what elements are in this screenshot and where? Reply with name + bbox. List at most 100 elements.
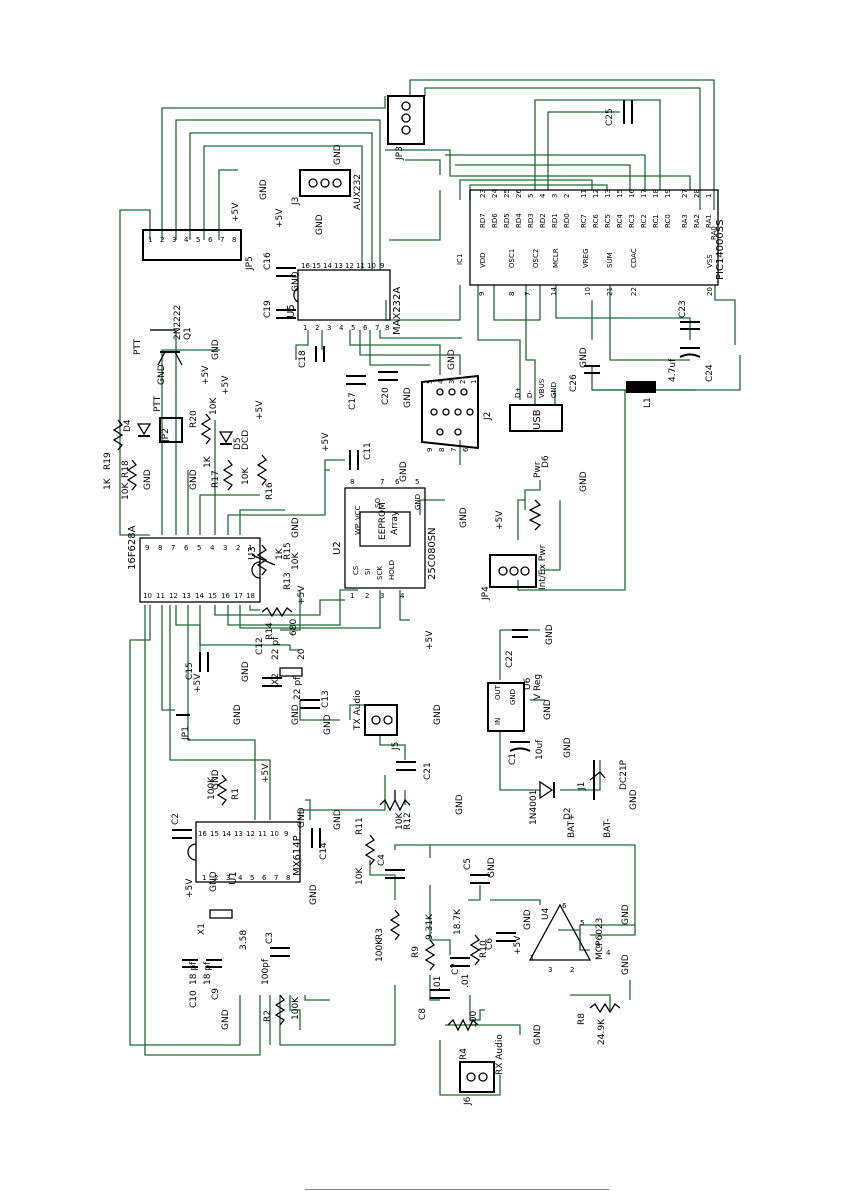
j2-pin: 5 [426, 380, 434, 384]
u5-ref: U5 [286, 304, 297, 318]
p5v-label: +5V [255, 400, 265, 420]
connector-j3-aux232: J3 AUX232 [291, 169, 363, 210]
c14-label: C14 [319, 842, 329, 860]
resistor-r10: R10 18.7K [453, 908, 489, 966]
u5-pin: 3 [327, 324, 331, 332]
u3-pin: 10 [143, 592, 152, 600]
d2-label: D2 [563, 807, 573, 820]
j6-label: J6 [463, 1096, 473, 1106]
r20-label: R20 [189, 410, 199, 428]
eeprom-title: EEPROM [378, 502, 388, 540]
u6-pin: OUT [494, 684, 502, 700]
battery-terminals: BAT+ BAT- [567, 813, 613, 838]
eeprom-pin-name: WP [354, 524, 362, 535]
r8-label: R8 [577, 1013, 587, 1025]
c20-label: C20 [381, 387, 391, 405]
q1-value: 2N2222 [173, 305, 183, 340]
ic1-signal: RD2 [539, 213, 547, 228]
gnd-label: GND [143, 469, 153, 490]
r16-value: 10K [241, 467, 251, 485]
ic1-signal: RD1 [551, 213, 559, 228]
p5v-label: +5V [297, 585, 307, 605]
ic1-signal: RA0 [710, 226, 718, 240]
potentiometer-r15: R15 1K [251, 542, 293, 576]
c13-label: C13 [321, 690, 331, 708]
c24-label: C24 [705, 364, 715, 382]
capacitor-c24: 4.7uf C24 [668, 347, 715, 382]
potentiometer-r12: R12 10K [379, 790, 413, 830]
jp4-name: Int/Ex Pwr [538, 544, 548, 590]
jumper-jp2: JP2 [159, 417, 183, 443]
capacitor-c9: 18 pf C9 [203, 959, 222, 1000]
c15-label: C15 [185, 662, 195, 680]
eeprom-pin: 8 [350, 478, 354, 486]
j2-pin: 7 [450, 448, 458, 452]
u3-16f628a: 16F628A U3 9 8 7 6 5 4 3 2 1 10 11 12 13… [127, 525, 261, 603]
j2-pin: 9 [426, 448, 434, 452]
j2-pin: 4 [437, 379, 445, 384]
led-d4: D4 PTT [123, 395, 163, 437]
l1-label: L1 [643, 397, 653, 408]
u1-pin: 11 [258, 830, 267, 838]
gnd-label: GND [291, 271, 301, 292]
ic1-pic14000: IC1 PIC14000SS RD7 RD6 RD5 RD4 RD3 RD2 R… [456, 189, 726, 296]
jp5-pin: 5 [196, 236, 200, 244]
u2-part: 25C080SN [427, 527, 438, 580]
u1-part: MX614P [292, 835, 303, 876]
capacitor-c17: C17 [346, 375, 366, 410]
x1-label: X1 [197, 923, 207, 935]
u4-pin: 1 [530, 954, 534, 962]
r1-value: 100K [207, 776, 217, 800]
ic1-pin: 9 [478, 292, 486, 296]
capacitor-c7: C7 .01 [450, 957, 471, 988]
bat-minus: BAT- [603, 818, 613, 838]
u3-pin: 14 [195, 592, 204, 600]
d5-label: D5 [233, 437, 243, 450]
r14-label: R14 [265, 622, 275, 640]
c5-label: C5 [463, 858, 473, 870]
ic1-pin: 26 [515, 189, 523, 198]
u4-pin: 5 [580, 919, 584, 927]
capacitor-c11: C11 [349, 442, 373, 470]
r14-value: 680 [289, 619, 299, 636]
eeprom-pin: 2 [365, 592, 369, 600]
u1-pin: 5 [250, 874, 254, 882]
c21-label: C21 [423, 762, 433, 780]
jp4-label: JP4 [481, 586, 491, 601]
c3-label: C3 [265, 932, 275, 944]
u5-pin: 6 [363, 324, 368, 332]
j3-name: AUX232 [353, 174, 363, 210]
ic1-part: PIC14000SS [715, 220, 726, 280]
u3-pin: 4 [210, 544, 215, 552]
jp5-label: JP5 [245, 256, 255, 271]
p5v-label: +5V [185, 878, 195, 898]
ic1-left-signal: VSS [706, 254, 714, 268]
r11-value: 10K [355, 867, 365, 885]
u5-pin: 2 [315, 324, 319, 332]
gnd-label: GND [259, 179, 269, 200]
gnd-label: GND [241, 661, 251, 682]
ic1-pin: 28 [693, 189, 701, 198]
c26-label: C26 [569, 374, 579, 392]
gnd-label: GND [621, 904, 631, 925]
ic1-pin: 11 [580, 189, 588, 198]
u6-vreg: IN OUT GND U6 V Reg [487, 674, 543, 732]
crystal-x2: X2 20 [271, 648, 307, 685]
u3-pin: 7 [171, 544, 175, 552]
ic1-left-signal: VDD [479, 252, 487, 268]
c1-label: C1 [508, 753, 518, 765]
capacitor-c2: C2 [171, 813, 192, 839]
u3-part: 16F628A [127, 525, 138, 570]
gnd-label: GND [333, 144, 343, 165]
r3-value: 100K [375, 938, 385, 962]
r10-value: 18.7K [453, 908, 463, 935]
eeprom-pin: 7 [380, 478, 384, 486]
ic1-left-signal: VREG [582, 249, 590, 269]
r9-label: R9 [411, 946, 421, 958]
u5-pin: 5 [351, 324, 355, 332]
gnd-label: GND [297, 807, 307, 828]
resistor-r11: R11 10K [355, 817, 376, 885]
ic1-left-signal: MCLR [552, 248, 560, 268]
p5v-label: +5V [495, 510, 505, 530]
p5v-label: +5V [275, 208, 285, 228]
